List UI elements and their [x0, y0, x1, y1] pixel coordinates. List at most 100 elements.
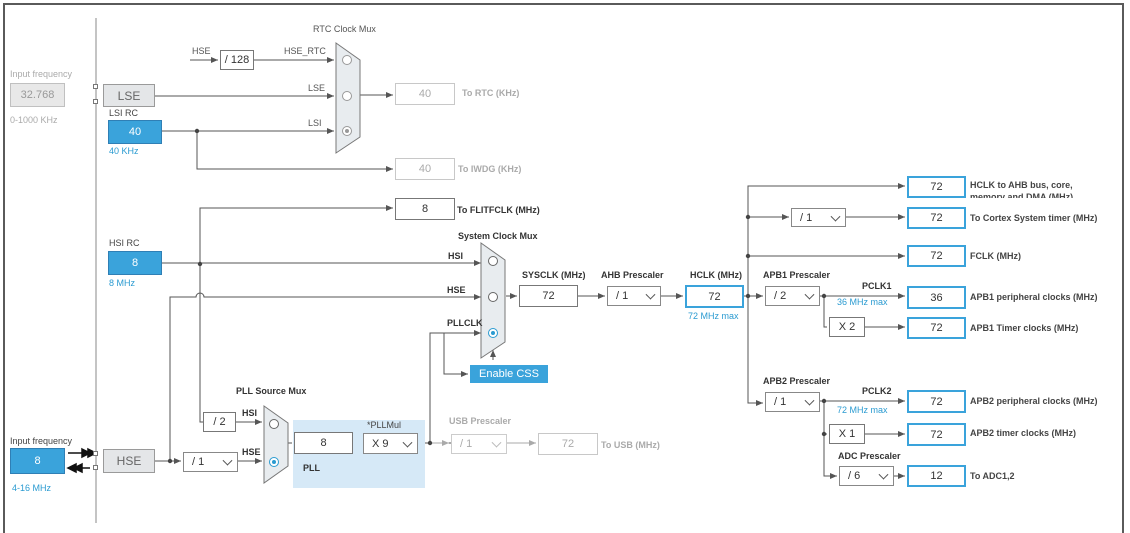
pclk1-max: 36 MHz max: [837, 297, 888, 307]
pll-label: PLL: [303, 463, 320, 473]
adc-prescaler-value: / 6: [848, 470, 861, 482]
chevron-down-icon: [830, 211, 841, 222]
apb1-prescaler-title: APB1 Prescaler: [763, 270, 831, 280]
usb-prescaler-select[interactable]: / 1: [451, 434, 507, 454]
chevron-down-icon: [804, 289, 815, 300]
pll-input-value: 8: [294, 432, 353, 454]
rtc-output-value: 40: [395, 83, 455, 105]
output-label-apb2-peripheral: APB2 peripheral clocks (MHz): [970, 396, 1098, 406]
ahb-prescaler-value: / 1: [616, 290, 629, 302]
hclk-max: 72 MHz max: [688, 311, 739, 321]
hsi-freq: 8 MHz: [109, 278, 136, 288]
hse-pll-divider-value: / 1: [192, 456, 205, 468]
flitf-output-label: To FLITFCLK (MHz): [457, 205, 540, 215]
lse-input-label: Input frequency: [10, 69, 73, 79]
hsi-pll-divider: / 2: [203, 412, 236, 432]
hsi-value: 8: [108, 251, 162, 275]
pll-mul-label: *PLLMul: [367, 420, 402, 430]
flitf-output-value: 8: [395, 198, 455, 220]
lse-range: 0-1000 KHz: [10, 115, 58, 125]
hclk-input[interactable]: 72: [685, 285, 744, 308]
apb1-timer-multiplier: X 2: [829, 317, 865, 337]
output-value-hclk-ahb[interactable]: 72: [907, 176, 966, 198]
hse-input-label: Input frequency: [10, 436, 73, 446]
output-value-apb1-timer[interactable]: 72: [907, 317, 966, 339]
pll-mux-hsi-label: HSI: [242, 408, 258, 418]
pll-area: [293, 420, 425, 488]
output-label-adc: To ADC1,2: [970, 471, 1015, 481]
pclk2-label: PCLK2: [862, 386, 892, 396]
sysmux-radio-pllclk[interactable]: [488, 328, 498, 338]
apb1-prescaler-select[interactable]: / 2: [765, 286, 820, 306]
system-clock-mux-title: System Clock Mux: [458, 231, 538, 241]
sysmux-pllclk-label: PLLCLK: [447, 318, 483, 328]
chevron-down-icon: [804, 395, 815, 406]
rtc-lsi-label: LSI: [308, 118, 322, 128]
usb-output-value: 72: [538, 433, 598, 455]
sysclk-value: 72: [519, 285, 578, 307]
adc-prescaler-select[interactable]: / 6: [839, 466, 894, 486]
sysclk-label: SYSCLK (MHz): [522, 270, 586, 280]
apb1-prescaler-value: / 2: [774, 290, 787, 302]
output-value-apb2-peripheral[interactable]: 72: [907, 390, 966, 413]
lsi-value: 40: [108, 120, 162, 144]
usb-prescaler-title: USB Prescaler: [449, 416, 512, 426]
hclk-label: HCLK (MHz): [690, 270, 742, 280]
output-value-apb2-timer[interactable]: 72: [907, 423, 966, 446]
lsi-freq: 40 KHz: [109, 146, 139, 156]
hse-range: 4-16 MHz: [12, 483, 52, 493]
rtc-lse-label: LSE: [308, 83, 326, 93]
pclk1-label: PCLK1: [862, 281, 892, 291]
rtc-mux-radio-lsi[interactable]: [342, 126, 352, 136]
sysmux-hsi-label: HSI: [448, 251, 464, 261]
output-label-cortex-timer: To Cortex System timer (MHz): [970, 213, 1098, 223]
output-label-apb1-peripheral: APB1 peripheral clocks (MHz): [970, 292, 1098, 302]
chevron-down-icon: [645, 289, 656, 300]
apb2-prescaler-select[interactable]: / 1: [765, 392, 820, 412]
lsi-title: LSI RC: [109, 108, 139, 118]
adc-prescaler-title: ADC Prescaler: [838, 451, 901, 461]
enable-css-button[interactable]: Enable CSS: [470, 365, 548, 383]
pll-mux-radio-hse[interactable]: [269, 457, 279, 467]
rtc-hse-divider: / 128: [220, 50, 254, 70]
hsi-title: HSI RC: [109, 238, 140, 248]
rtc-mux-title: RTC Clock Mux: [313, 24, 376, 34]
iwdg-output-value: 40: [395, 158, 455, 180]
output-value-fclk[interactable]: 72: [907, 245, 966, 267]
output-value-apb1-peripheral[interactable]: 36: [907, 286, 966, 309]
chevron-down-icon: [222, 455, 233, 466]
hse-pin-bottom: [93, 465, 98, 470]
usb-prescaler-value: / 1: [460, 438, 473, 450]
output-label-apb1-timer: APB1 Timer clocks (MHz): [970, 323, 1079, 333]
apb2-timer-multiplier: X 1: [829, 424, 865, 444]
chevron-down-icon: [878, 469, 889, 480]
pll-mux-hse-label: HSE: [242, 447, 261, 457]
cortex-prescaler-select[interactable]: / 1: [791, 208, 846, 227]
lse-input-field[interactable]: 32.768: [10, 83, 65, 107]
pll-mux-radio-hsi[interactable]: [269, 419, 279, 429]
hse-source[interactable]: HSE: [103, 449, 155, 473]
rtc-mux-radio-lse[interactable]: [342, 91, 352, 101]
hse-input-field[interactable]: 8: [10, 448, 65, 474]
iwdg-output-label: To IWDG (KHz): [458, 164, 522, 174]
hse-pin-top: [93, 451, 98, 456]
pll-source-mux-body: [263, 405, 289, 484]
lse-pin-top: [93, 84, 98, 89]
rtc-mux-radio-hse[interactable]: [342, 55, 352, 65]
hse-pll-divider-select[interactable]: / 1: [183, 452, 238, 472]
output-value-cortex-timer[interactable]: 72: [907, 207, 966, 229]
apb2-prescaler-title: APB2 Prescaler: [763, 376, 831, 386]
lse-source[interactable]: LSE: [103, 84, 155, 107]
pll-mul-select[interactable]: X 9: [363, 433, 418, 454]
rtc-hse-rtc-label: HSE_RTC: [284, 46, 326, 56]
ahb-prescaler-select[interactable]: / 1: [607, 286, 661, 306]
output-label-fclk: FCLK (MHz): [970, 251, 1021, 261]
sysmux-radio-hsi[interactable]: [488, 256, 498, 266]
chevron-down-icon: [402, 437, 413, 448]
sysmux-radio-hse[interactable]: [488, 292, 498, 302]
rtc-hse-label: HSE: [192, 46, 211, 56]
output-label-apb2-timer: APB2 timer clocks (MHz): [970, 428, 1077, 438]
output-value-adc[interactable]: 12: [907, 465, 966, 487]
rtc-output-label: To RTC (KHz): [462, 88, 520, 98]
pll-source-mux-title: PLL Source Mux: [236, 386, 307, 396]
